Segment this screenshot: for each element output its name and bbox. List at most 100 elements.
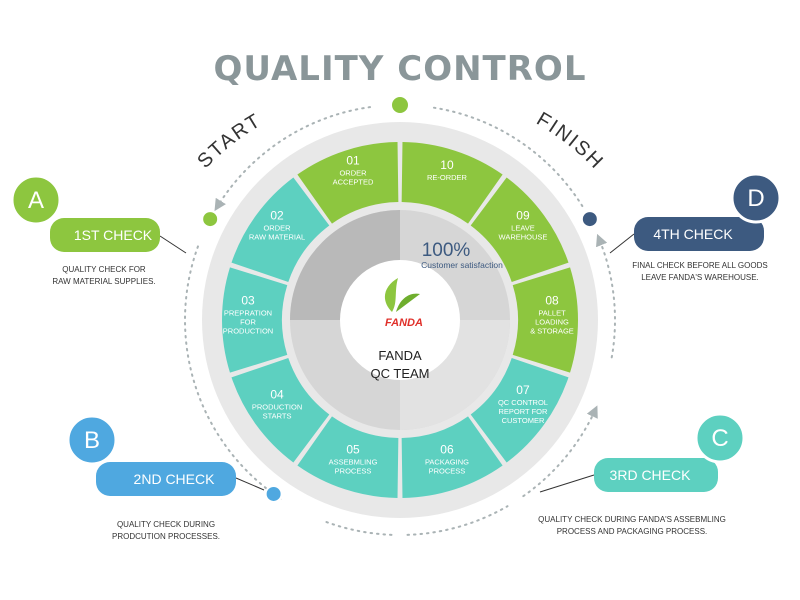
check-letter: A (28, 187, 44, 214)
logo-leaf-icon-2 (396, 293, 420, 312)
logo-leaf-icon (384, 278, 398, 312)
check-label: 2ND CHECK (134, 471, 216, 487)
step-label: ORDER (263, 224, 291, 233)
percent-value: 100% (422, 240, 471, 261)
step-label: CUSTOMER (502, 416, 545, 425)
check-letter-circle (730, 172, 782, 224)
check-letter: B (84, 427, 100, 454)
step-label: QC CONTROL (498, 398, 548, 407)
step-number: 05 (346, 443, 360, 457)
check-pill (594, 458, 718, 492)
step-label: PROCESS (429, 467, 466, 476)
team-line-2: QC TEAM (371, 366, 430, 381)
orbit-dot (264, 484, 283, 503)
step-wedge (297, 142, 399, 224)
percent-caption: Customer satisfaction (421, 260, 503, 270)
connector-line (539, 474, 595, 493)
step-label: PRODUCTION (223, 327, 273, 336)
inner-ring-shade (290, 210, 400, 320)
connector-line (609, 233, 635, 254)
step-number: 09 (516, 209, 530, 223)
step-wedge (401, 416, 503, 498)
orbit-arrows (184, 95, 616, 536)
orbit-dot (201, 210, 220, 229)
check-note: RAW MATERIAL SUPPLIES. (52, 277, 155, 286)
step-label: LOADING (535, 318, 569, 327)
step-label: ORDER (339, 168, 367, 177)
team-line-1: FANDA (378, 348, 422, 363)
inner-ring-shade-2 (400, 320, 510, 430)
check-pill (634, 217, 764, 251)
finish-label: FINISH (533, 108, 608, 174)
check-label: 3RD CHECK (610, 467, 692, 483)
connector-line (235, 477, 265, 491)
check-note: FINAL CHECK BEFORE ALL GOODS (632, 261, 767, 270)
orbit-arc (214, 106, 372, 212)
check-letter-circle (10, 174, 62, 226)
step-wedge (221, 267, 288, 373)
step-wedge (470, 177, 569, 282)
step-wedge (401, 142, 503, 224)
check-note: LEAVE FANDA'S WAREHOUSE. (641, 273, 759, 282)
step-label: WAREHOUSE (499, 233, 548, 242)
step-label: PREPRATION (224, 309, 272, 318)
check-label: 4TH CHECK (653, 226, 733, 242)
orbit-arc (406, 505, 509, 536)
step-wedge (231, 177, 330, 282)
page-title: QUALITY CONTROL (214, 49, 587, 89)
check-letter-circle (66, 414, 118, 466)
step-label: ACCEPTED (333, 177, 374, 186)
check-badge: 4TH CHECK D FINAL CHECK BEFORE ALL GOODS LE… (609, 172, 782, 282)
check-pill (50, 218, 160, 252)
step-wedge (231, 358, 330, 463)
step-number: 10 (440, 158, 454, 172)
step-label: RE-ORDER (427, 173, 468, 182)
check-note: QUALITY CHECK DURING FANDA'S ASSEBMLING (538, 515, 726, 524)
orbit-arc (325, 521, 394, 536)
step-label: PACKAGING (425, 458, 469, 467)
check-note: PROCESS AND PACKAGING PROCESS. (557, 527, 708, 536)
orbit-dot (580, 210, 599, 229)
check-label: 1ST CHECK (74, 227, 153, 243)
check-note: QUALITY CHECK FOR (62, 265, 146, 274)
orbit-arc (596, 233, 616, 359)
check-badge: 1ST CHECK A QUALITY CHECK FOR RAW MATERIAL … (10, 174, 187, 286)
step-number: 03 (241, 294, 255, 308)
check-note: PRODCUTION PROCESSES. (112, 532, 220, 541)
check-letter: C (711, 425, 728, 452)
center-disc (340, 260, 460, 380)
step-number: 02 (270, 209, 284, 223)
check-pill (96, 462, 236, 496)
step-label: PRODUCTION (252, 402, 302, 411)
orbit-arc (184, 245, 282, 500)
orbit-arc (428, 106, 584, 208)
step-number: 06 (440, 443, 454, 457)
check-letter: D (747, 185, 764, 212)
step-label: REPORT FOR (499, 407, 548, 416)
connector-line (159, 235, 187, 254)
start-label: START (193, 109, 265, 172)
step-label: PALLET (538, 309, 566, 318)
step-wedge (512, 267, 578, 373)
step-label: ASSEBMLING (329, 458, 378, 467)
step-label: RAW MATERIAL (249, 233, 305, 242)
step-label: STARTS (263, 411, 292, 420)
step-label: & STORAGE (530, 327, 574, 336)
step-wedge (470, 358, 569, 463)
step-label: PROCESS (335, 467, 372, 476)
step-number: 01 (346, 153, 360, 167)
step-number: 07 (516, 383, 530, 397)
